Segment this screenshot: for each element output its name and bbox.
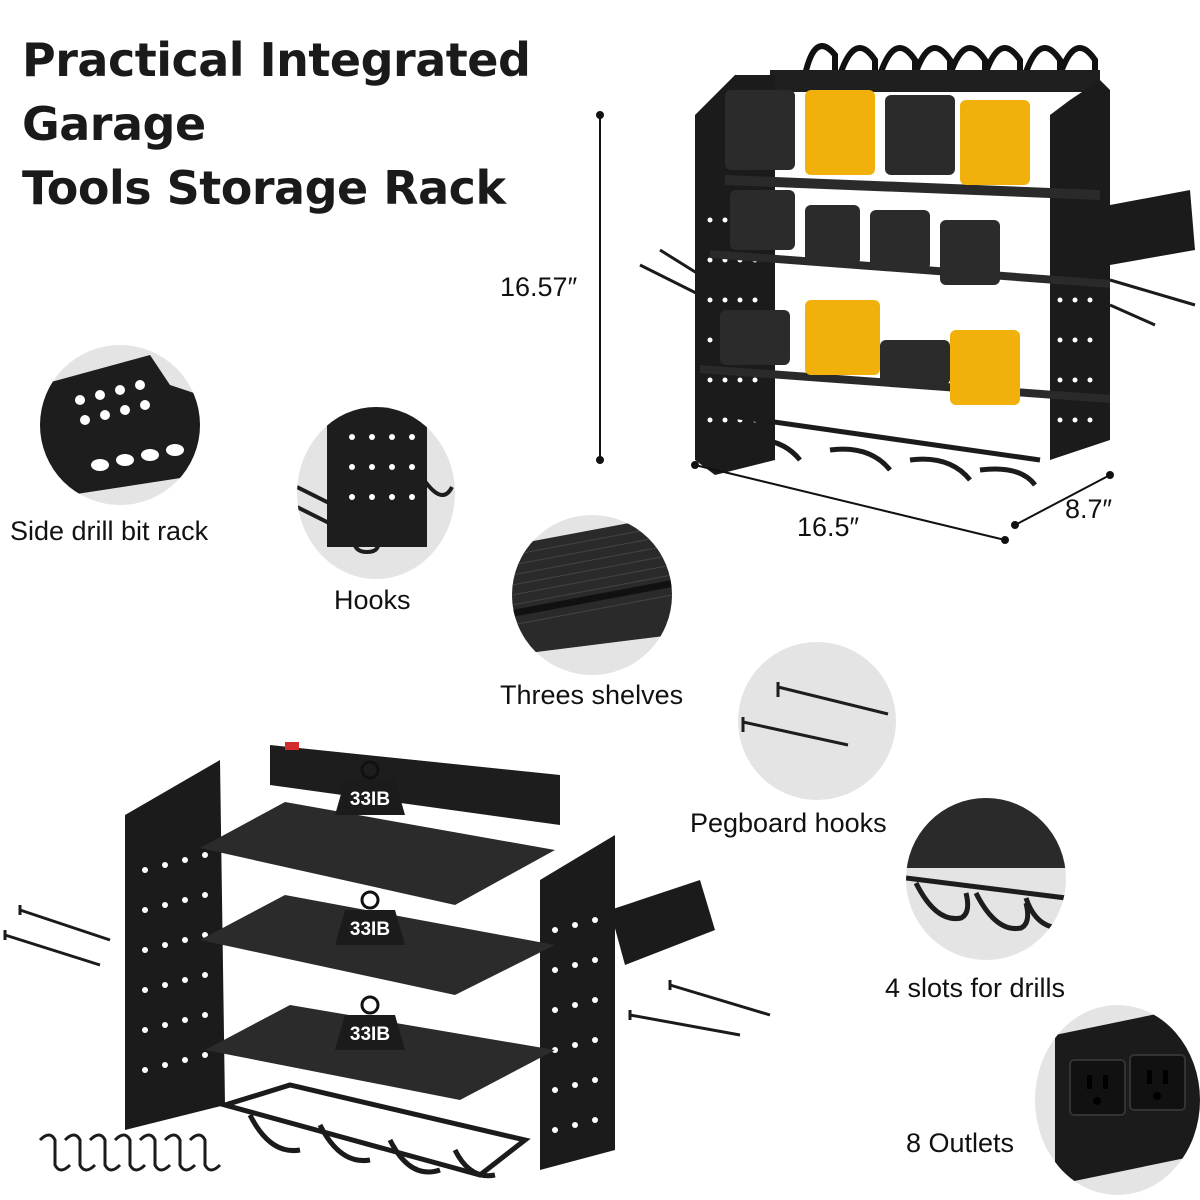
drill-slots — [724, 412, 1041, 487]
power-cords — [802, 43, 1098, 76]
right-panel — [1050, 80, 1110, 460]
exploded-right-panel — [540, 835, 615, 1170]
drill-bit-rack-icon — [40, 345, 200, 505]
exploded-power-strip — [270, 745, 560, 825]
exploded-left-panel — [125, 760, 225, 1130]
assembled-rack-image — [596, 20, 1200, 550]
outlets-icon — [1035, 1005, 1200, 1195]
assembled-rack-svg — [596, 43, 1196, 544]
power-strip — [770, 70, 1100, 92]
feature-label-drill-bit-rack: Side drill bit rack — [10, 516, 209, 546]
pegboard-hooks-icon — [738, 642, 896, 800]
weight-label-2: 33IB — [350, 919, 390, 940]
title-line-2: Tools Storage Rack — [22, 161, 506, 215]
exploded-pegboard-holes — [142, 852, 598, 1133]
dimension-lines — [596, 111, 1114, 544]
weight-tag-3: 33IB — [335, 995, 405, 1050]
side-bit-rack — [1110, 190, 1195, 265]
width-dimension: 16.5″ — [797, 512, 860, 542]
exploded-view-image: 33IB 33IB 33IB — [0, 730, 780, 1195]
side-hooks — [639, 248, 1196, 327]
page-title: Practical Integrated Garage Tools Storag… — [22, 28, 722, 220]
batteries — [720, 90, 1030, 405]
feature-label-pegboard-hooks: Pegboard hooks — [690, 808, 887, 838]
exploded-shelves — [200, 802, 555, 1100]
weight-label-1: 33IB — [350, 789, 390, 810]
feature-label-shelves: Threes shelves — [500, 680, 684, 710]
shelves-icon — [512, 515, 672, 675]
power-switch — [285, 742, 299, 750]
exploded-pegboard-hooks — [3, 905, 771, 1037]
title-line-1: Practical Integrated Garage — [22, 33, 531, 151]
weight-tag-1: 33IB — [335, 760, 405, 815]
exploded-drill-holder — [216, 1082, 531, 1179]
feature-label-drill-slots: 4 slots for drills — [885, 973, 1066, 1003]
depth-dimension: 8.7″ — [1065, 494, 1113, 524]
height-dimension: 16.57″ — [500, 272, 578, 302]
exploded-side-bit-rack — [610, 880, 715, 965]
weight-tag-2: 33IB — [335, 890, 405, 945]
feature-label-hooks: Hooks — [334, 585, 411, 615]
weight-label-3: 33IB — [350, 1024, 390, 1045]
s-hooks — [38, 1133, 222, 1172]
exploded-view-svg: 33IB 33IB 33IB — [3, 742, 771, 1179]
hooks-icon — [297, 407, 455, 579]
drill-slots-icon — [906, 798, 1066, 960]
feature-label-outlets: 8 Outlets — [906, 1128, 1015, 1158]
